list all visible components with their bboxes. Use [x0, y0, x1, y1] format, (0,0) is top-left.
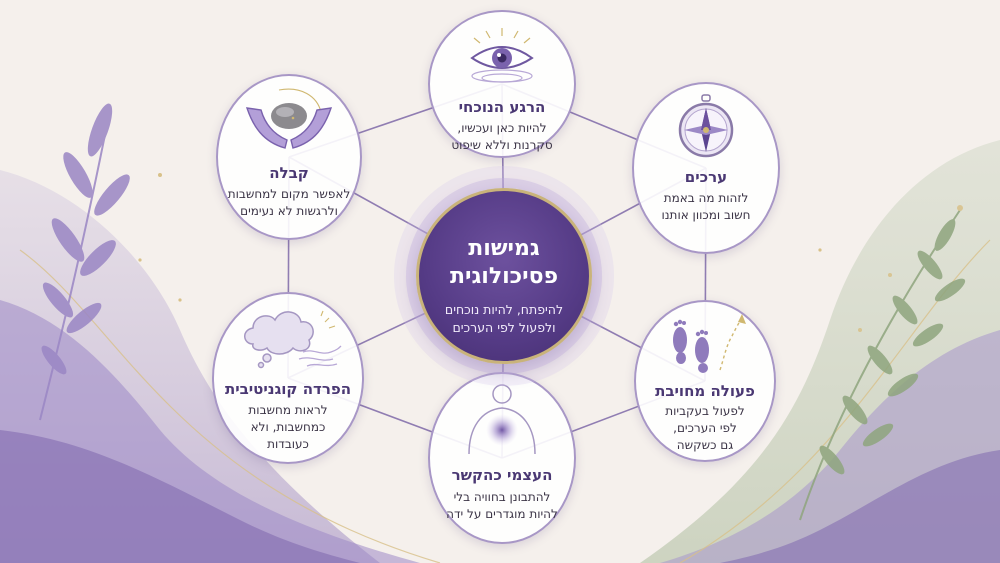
node-present-moment: הרגע הנוכחי להיות כאן ועכשיו, סקרנות ולל… [428, 10, 576, 158]
node-desc-line: לראות מחשבות [248, 403, 328, 417]
node-desc-line: חשוב ומכוון אותנו [661, 208, 751, 222]
center-subtitle-line: ולפעול לפי הערכים [452, 320, 556, 335]
node-description: לראות מחשבות כמחשבות, ולא כעובדות [220, 402, 356, 453]
node-committed-action: פעולה מחויבת לפעול בעקביות לפי הערכים, ג… [634, 300, 776, 462]
node-self-as-context: העצמי כהקשר להתבונן בחוויה בלי להיות מוג… [428, 372, 576, 544]
center-title-line: פסיכולוגית [449, 264, 559, 289]
node-desc-line: להיות מוגדרים על ידה [446, 507, 558, 521]
node-title: הרגע הנוכחי [458, 98, 546, 116]
right-hill-base [720, 450, 1000, 563]
node-desc-line: כעובדות [267, 437, 309, 451]
node-description: לפעול בעקביות לפי הערכים, גם כשקשה [642, 403, 768, 454]
node-desc-line: לפי הערכים, [673, 421, 737, 435]
node-desc-line: להיות כאן ועכשיו, [457, 121, 547, 135]
center-subtitle-line: להיפתח, להיות נוכחים [444, 302, 564, 317]
node-description: להיות כאן ועכשיו, סקרנות וללא שיפוט [436, 120, 568, 154]
center-hub-psychological-flexibility: גמישות פסיכולוגית להיפתח, להיות נוכחים ו… [416, 188, 592, 364]
node-desc-line: לזהות מה באמת [663, 191, 749, 205]
center-title-line: גמישות [468, 236, 540, 261]
center-subtitle: להיפתח, להיות נוכחים ולפעול לפי הערכים [429, 301, 579, 337]
node-title: ערכים [684, 168, 728, 186]
node-desc-line: גם כשקשה [676, 438, 734, 452]
node-desc-line: להתבונן בחוויה בלי [453, 490, 551, 504]
body-silhouette-icon [468, 384, 536, 454]
center-title: גמישות פסיכולוגית [419, 235, 589, 291]
node-desc-line: כמחשבות, ולא [250, 420, 326, 434]
node-desc-line: סקרנות וללא שיפוט [451, 138, 553, 152]
node-description: לאפשר מקום למחשבות ולרגשות לא נעימים [224, 186, 354, 220]
node-description: להתבונן בחוויה בלי להיות מוגדרים על ידה [436, 489, 568, 523]
node-title: העצמי כהקשר [451, 466, 553, 484]
node-desc-line: ולרגשות לא נעימים [240, 204, 338, 218]
node-desc-line: לפעול בעקביות [665, 404, 745, 418]
node-title: פעולה מחויבת [655, 382, 755, 400]
node-cognitive-defusion: הפרדה קוגניטיבית לראות מחשבות כמחשבות, ו… [212, 292, 364, 464]
node-desc-line: לאפשר מקום למחשבות [227, 187, 351, 201]
node-title: קבלה [269, 164, 309, 182]
node-title: הפרדה קוגניטיבית [224, 380, 352, 398]
footprints-icon [673, 314, 746, 373]
node-description: לזהות מה באמת חשוב ומכוון אותנו [640, 190, 772, 224]
node-acceptance: קבלה לאפשר מקום למחשבות ולרגשות לא נעימי… [216, 74, 362, 240]
cloud-icon [244, 310, 342, 369]
left-hill-base [0, 430, 360, 563]
hands-holding-stone-icon [245, 88, 333, 149]
gold-dots [138, 173, 822, 302]
left-gold-line [19, 249, 441, 563]
left-leaf-branch [39, 103, 130, 421]
compass-icon [678, 94, 734, 158]
eye-icon [470, 28, 534, 83]
right-leaf-branch [799, 205, 966, 521]
node-values: ערכים לזהות מה באמת חשוב ומכוון אותנו [632, 82, 780, 254]
